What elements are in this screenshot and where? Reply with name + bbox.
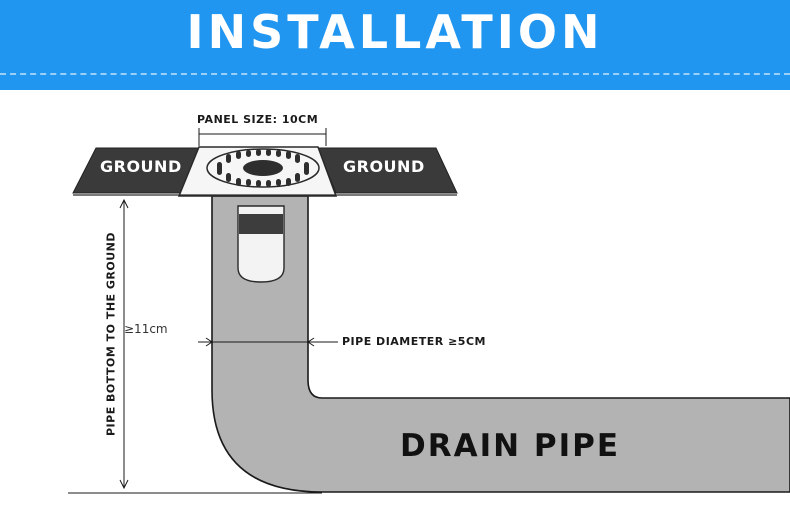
page-title: INSTALLATION [186, 5, 604, 59]
drain-grate [206, 148, 320, 188]
ground-left-label: GROUND [100, 157, 182, 176]
pipe-diameter-dimension [198, 337, 338, 347]
panel-size-dimension [198, 128, 327, 146]
pipe-bottom-to-ground-label: PIPE BOTTOM TO THE GROUND [104, 231, 118, 437]
pipe-diameter-label: PIPE DIAMETER ≥5CM [342, 335, 486, 348]
vertical-dimension [119, 198, 129, 490]
min-distance-label: ≥11cm [124, 322, 168, 336]
ground-right-label: GROUND [343, 157, 425, 176]
drain-pipe-shape [211, 195, 790, 493]
header-banner: INSTALLATION [0, 0, 790, 90]
panel-size-label: PANEL SIZE: 10CM [197, 113, 319, 126]
banner-dashed-divider [0, 73, 790, 75]
drain-body-band [239, 214, 283, 234]
drain-pipe-label: DRAIN PIPE [400, 428, 621, 464]
